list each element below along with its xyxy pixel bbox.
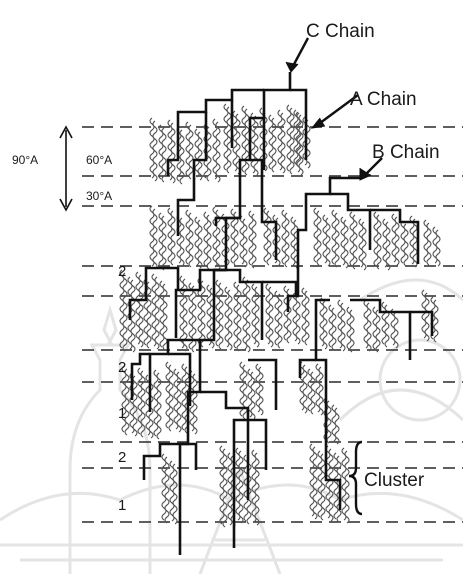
cluster-brace	[349, 442, 362, 514]
b-chain-label: B Chain	[372, 142, 440, 163]
cluster-label: Cluster	[364, 470, 425, 491]
c-chain-label: C Chain	[306, 21, 375, 42]
double-helix-strand	[342, 448, 346, 520]
level-number: 2	[118, 359, 126, 376]
double-helix-strand	[139, 275, 143, 347]
double-helix-strand	[313, 447, 317, 519]
double-helix-strand	[243, 277, 247, 349]
dimension-total-label: 90°A	[12, 153, 38, 167]
dimension-lower-label: 30°A	[86, 189, 112, 203]
level-number: 2	[118, 449, 126, 466]
double-helix-strand	[310, 444, 314, 516]
double-helix-strand	[345, 451, 349, 523]
level-number: 1	[118, 405, 126, 422]
dimension-arrow-90	[60, 127, 72, 210]
double-helix-strand	[180, 276, 184, 348]
double-helix-strand	[236, 448, 240, 520]
double-helix-strand	[152, 274, 156, 346]
a-chain-label: A Chain	[350, 89, 417, 110]
double-helix-strand	[239, 451, 243, 523]
level-number: 1	[118, 497, 126, 514]
double-helix-strand	[155, 277, 159, 349]
double-helix-strand	[246, 280, 250, 352]
double-helix-strand	[329, 449, 333, 521]
dimension-upper-label: 60°A	[86, 153, 112, 167]
double-helix-strand	[136, 272, 140, 344]
level-number: 2	[118, 263, 126, 280]
double-helix-strand	[131, 280, 135, 352]
